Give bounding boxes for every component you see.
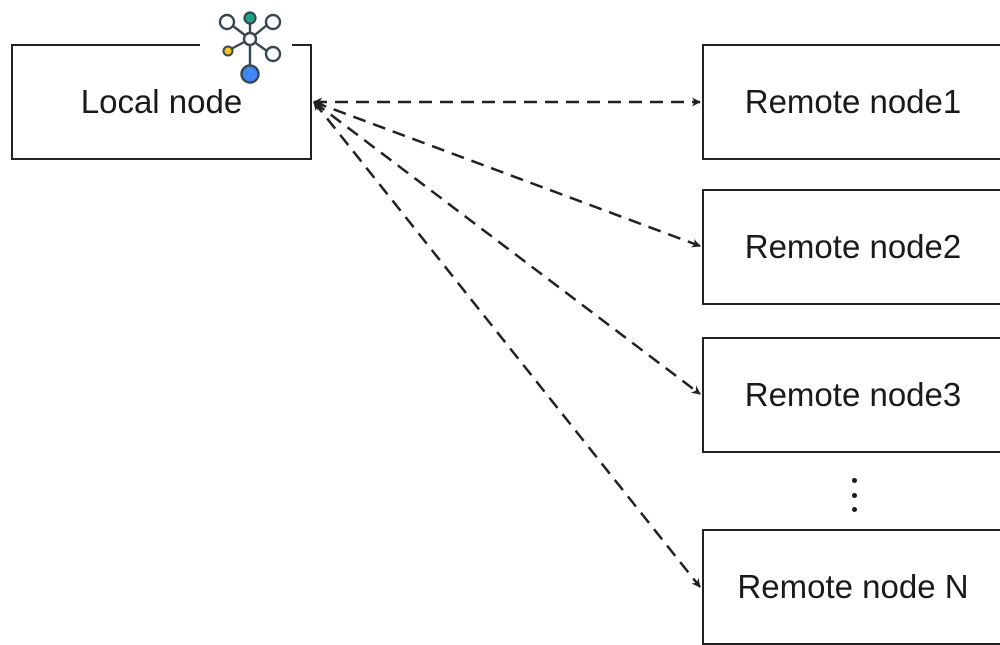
network-hub-icon [200, 11, 292, 84]
ellipsis-dot [851, 507, 857, 512]
vertical-ellipsis-icon [845, 478, 863, 512]
arrow-to-remote-node-n [313, 101, 701, 588]
remote-node-3-label: Remote node3 [744, 376, 962, 413]
local-node: Local node [11, 44, 312, 160]
remote-node-1-label: Remote node1 [744, 83, 962, 120]
ellipsis-dot [851, 478, 857, 483]
ellipsis-dot [851, 492, 857, 498]
arrow-to-remote-node3 [313, 101, 701, 395]
remote-node-n-label: Remote node N [737, 568, 969, 605]
remote-node-2: Remote node2 [702, 189, 1000, 305]
remote-node-2-label: Remote node2 [744, 228, 962, 265]
remote-node-3: Remote node3 [702, 337, 1000, 453]
local-node-label: Local node [80, 83, 243, 120]
remote-node-1: Remote node1 [702, 44, 1000, 160]
remote-node-n: Remote node N [702, 529, 1000, 645]
